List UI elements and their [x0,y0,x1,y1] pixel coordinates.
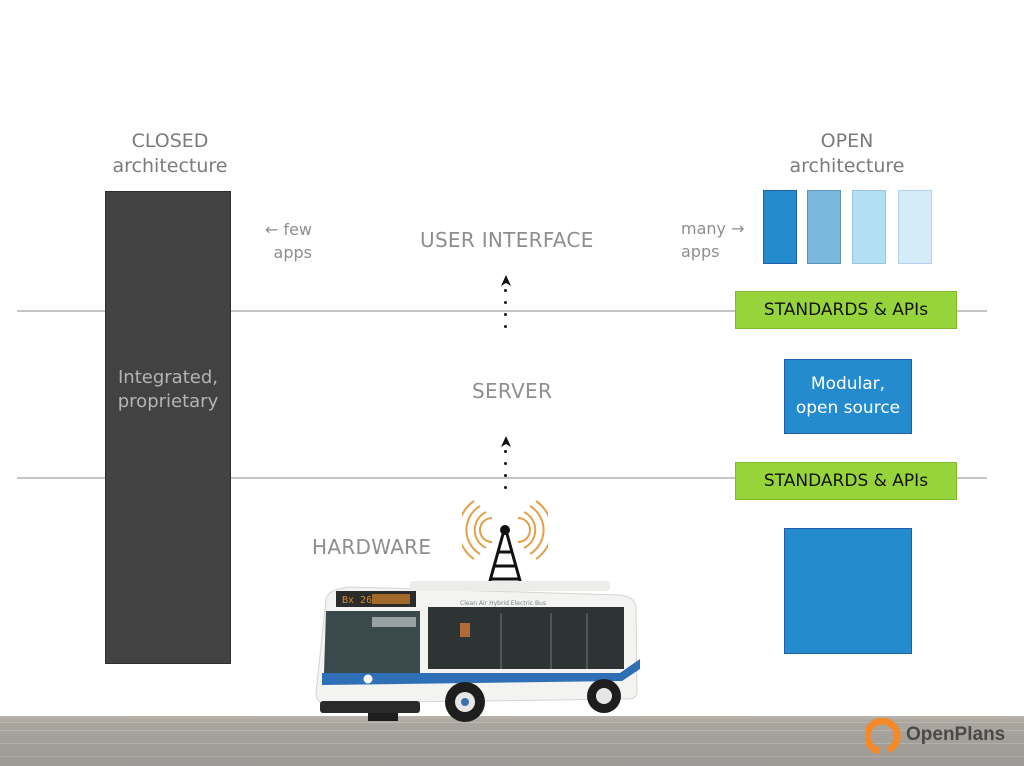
bus-side-text: Clean Air Hybrid Electric Bus [460,600,546,607]
open-hardware-box [784,528,912,654]
few-apps-line2: apps [273,243,312,262]
layer-label-user-interface: USER INTERFACE [420,228,594,252]
many-apps-line2: apps [681,242,720,261]
road-ground [0,716,1024,766]
layer-label-server: SERVER [472,379,553,403]
app-bar-4 [898,190,932,264]
few-apps-line1: ← few [264,220,312,239]
closed-box-line2: proprietary [117,391,219,412]
closed-integrated-box: Integrated, proprietary [105,191,231,664]
closed-title-line1: CLOSED [131,130,209,152]
many-apps-note: many → apps [681,217,751,263]
arrow-up-icon [499,273,513,333]
closed-title-line2: architecture [112,155,228,177]
arrowhead-icon [501,436,511,447]
layer-label-hardware: HARDWARE [312,535,432,559]
bus-destination-sign: Bx 26 [342,595,372,606]
app-bar-3 [852,190,886,264]
modular-line1: Modular, [810,374,886,394]
app-bar-1 [763,190,797,264]
openplans-logo: OpenPlans [866,718,1016,754]
modular-line2: open source [795,398,901,418]
layer-divider-top [17,310,987,312]
few-apps-note: ← few apps [252,218,312,264]
openplans-logo-icon [866,718,901,754]
closed-box-line1: Integrated, [118,367,218,388]
closed-box-label: Integrated, proprietary [106,366,230,414]
arrow-up-icon [499,434,513,494]
standards-apis-bottom: STANDARDS & APIs [735,462,957,500]
bus-image: Bx 26 Clean Air Hybrid Electric Bus [315,581,640,722]
arrowhead-icon [501,275,511,286]
closed-architecture-title: CLOSED architecture [95,129,245,179]
layer-divider-bottom [17,477,987,479]
open-title-line1: OPEN [820,130,874,152]
modular-open-source-box: Modular, open source [784,359,912,434]
openplans-logo-text: OpenPlans [906,724,1006,745]
open-title-line2: architecture [789,155,905,177]
open-architecture-title: OPEN architecture [772,129,922,179]
radio-tower-icon [462,500,548,589]
standards-apis-top: STANDARDS & APIs [735,291,957,329]
many-apps-line1: many → [681,219,745,238]
app-bar-2 [807,190,841,264]
